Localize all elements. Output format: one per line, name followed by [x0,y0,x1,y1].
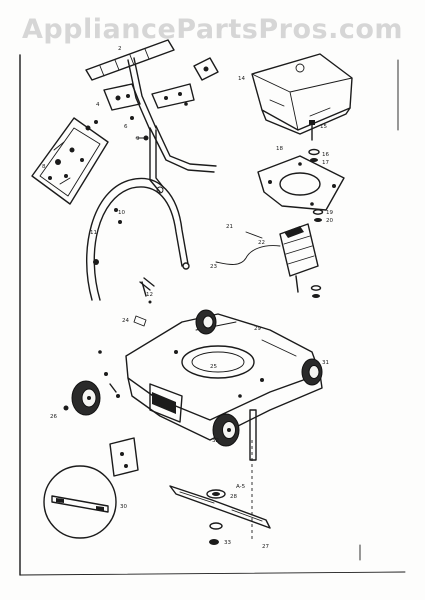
wheel-front-right [212,413,240,447]
deck-skirt [127,373,323,441]
lower-handle-tube [149,125,217,173]
blade-nut [209,539,219,545]
sheet-bottom-border [19,571,406,576]
callout-labels: 2 4 6 8 9 10 11 12 14 15 16 17 18 19 20 … [42,46,333,550]
electric-motor [215,223,319,293]
svg-text:31: 31 [322,360,329,366]
svg-text:32: 32 [212,438,219,444]
wrench-detail [43,465,117,539]
svg-text:27: 27 [262,544,269,550]
bail-loop-outer [86,177,189,301]
svg-text:23: 23 [210,264,217,270]
height-adjuster [109,437,139,477]
callout-blade-label: A-5 [236,484,246,490]
detail-circle [43,465,117,539]
svg-text:10: 10 [118,210,125,216]
svg-text:18: 18 [276,146,283,152]
callout-top-left: 2 [118,46,122,52]
deck-motor-opening [181,345,255,379]
handle-grip [85,39,175,81]
callout-bottom: 24 [122,318,129,324]
wheel-rear-left [195,309,217,335]
blade-adapter [206,489,226,499]
upper-handle-bar [127,57,157,131]
motor-cover-skirt [261,107,351,135]
svg-text:6: 6 [124,124,128,130]
washer-stack-lower [310,285,322,298]
adjuster-plate [109,437,139,477]
svg-text:11: 11 [90,230,97,236]
svg-text:15: 15 [320,124,327,130]
svg-text:17: 17 [322,160,329,166]
svg-text:19: 19 [326,210,333,216]
handle-assembly [85,39,219,194]
motor-mount-plate [257,155,345,211]
blade-assembly [169,409,271,545]
bail-loop-inner [93,186,183,301]
callout-top-right: 14 [238,76,245,82]
cord-clip [193,57,219,81]
mount-plate-outline [257,155,345,211]
motor-cord [215,245,281,265]
control-plate-outline [31,117,109,205]
cover-fasteners [308,120,320,162]
washer-stack-upper [312,209,324,222]
svg-text:22: 22 [258,240,265,246]
svg-text:20: 20 [326,218,333,224]
svg-text:8: 8 [42,164,46,170]
switch-box [103,83,141,111]
motor-shaft [295,275,299,293]
wheel-rear-right [301,358,323,386]
svg-text:30: 30 [120,504,127,510]
svg-text:4: 4 [96,102,100,108]
axle-fasteners [63,315,147,411]
motor-cover [251,53,353,135]
bail-handle [86,177,190,301]
watermark-text: AppliancePartsPros.com [21,14,404,45]
deck-clip [133,315,147,327]
mount-plate-hole [279,172,321,196]
svg-text:21: 21 [226,224,233,230]
svg-text:26: 26 [50,414,57,420]
handle-pins [141,281,152,304]
svg-text:25: 25 [210,364,217,370]
svg-text:9: 9 [136,136,140,142]
cutting-blade [169,485,271,529]
wrench [51,495,109,513]
svg-text:29: 29 [254,326,261,332]
blade-bolt [249,409,257,461]
svg-text:12: 12 [146,292,153,298]
wheel-front-left [71,380,101,416]
control-plate [31,117,109,205]
bail-pivot-bolt [93,259,99,265]
svg-text:16: 16 [322,152,329,158]
svg-text:33: 33 [224,540,231,546]
handle-bracket [151,83,195,109]
svg-text:28: 28 [230,494,237,500]
discharge-chute [149,383,183,423]
blade-washer [209,522,223,530]
